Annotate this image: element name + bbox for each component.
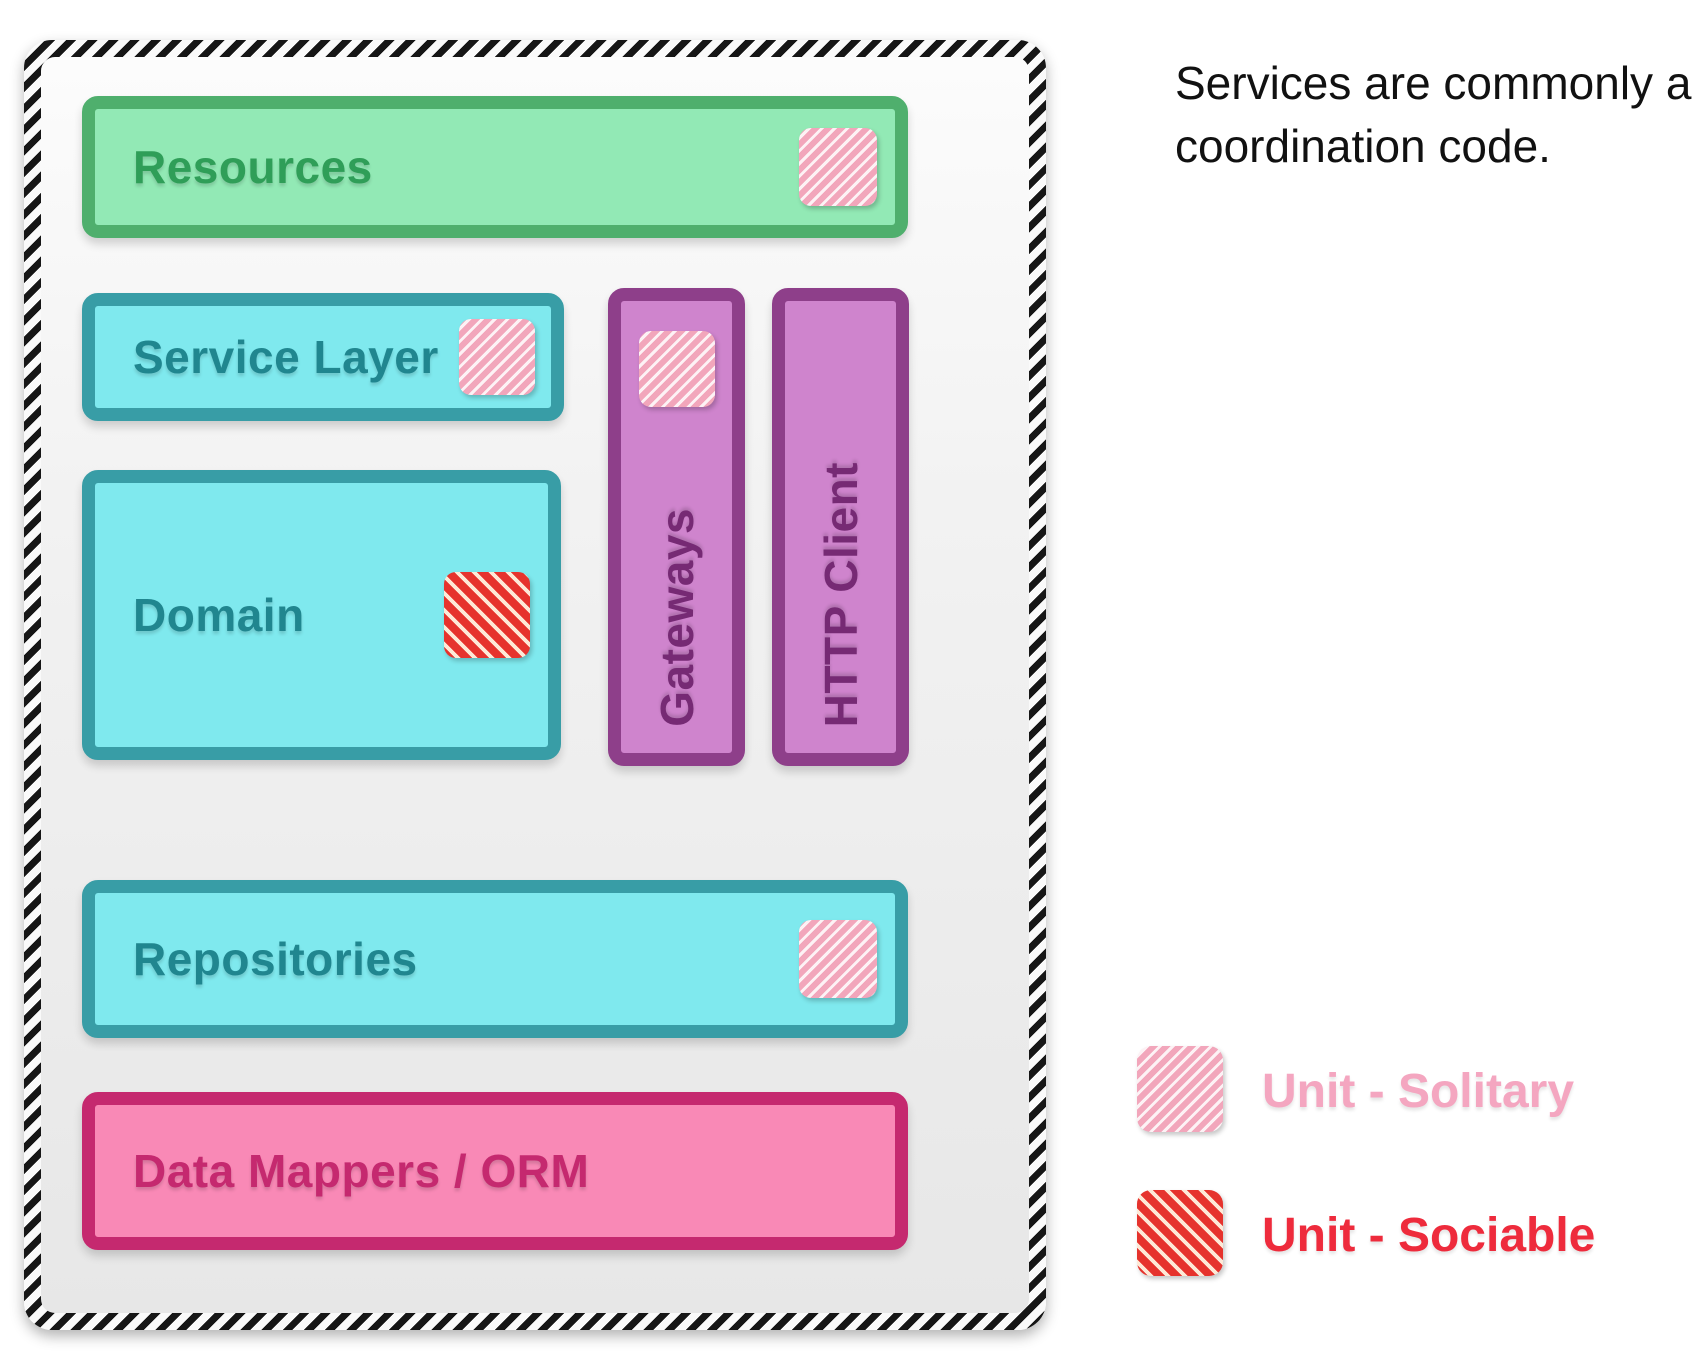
service-layer-label: Service Layer [133,331,439,383]
resources-label: Resources [133,141,373,193]
unit-solitary-marker [799,128,877,206]
annotation-line-2: coordination code. [1175,120,1551,173]
http-client-column-box: HTTP Client [772,288,909,766]
data-mappers-label: Data Mappers / ORM [133,1145,590,1197]
gateways-column-box: Gateways [608,288,745,766]
repositories-label: Repositories [133,933,418,985]
gateways-label: Gateways [650,508,703,727]
legend-label-unit-solitary: Unit - Solitary [1262,1065,1575,1118]
annotation-line-1: Services are commonly a [1175,57,1692,109]
http-client-label: HTTP Client [814,461,867,727]
unit-solitary-marker [458,319,535,395]
repositories-layer-box: Repositories [82,880,908,1038]
service-layer-box: Service Layer [82,293,564,421]
legend-swatch-unit-solitary [1137,1046,1223,1132]
unit-sociable-marker [444,572,530,658]
annotation-text: Services are commonly a coordination cod… [1175,52,1691,179]
data-mappers-layer-box: Data Mappers / ORM [82,1092,908,1250]
legend-swatch-unit-sociable [1137,1190,1223,1276]
unit-solitary-marker [799,920,877,998]
resources-layer-box: Resources [82,96,908,238]
domain-label: Domain [133,589,305,641]
domain-layer-box: Domain [82,470,561,760]
unit-solitary-marker [638,331,715,407]
legend-label-unit-sociable: Unit - Sociable [1262,1209,1596,1262]
